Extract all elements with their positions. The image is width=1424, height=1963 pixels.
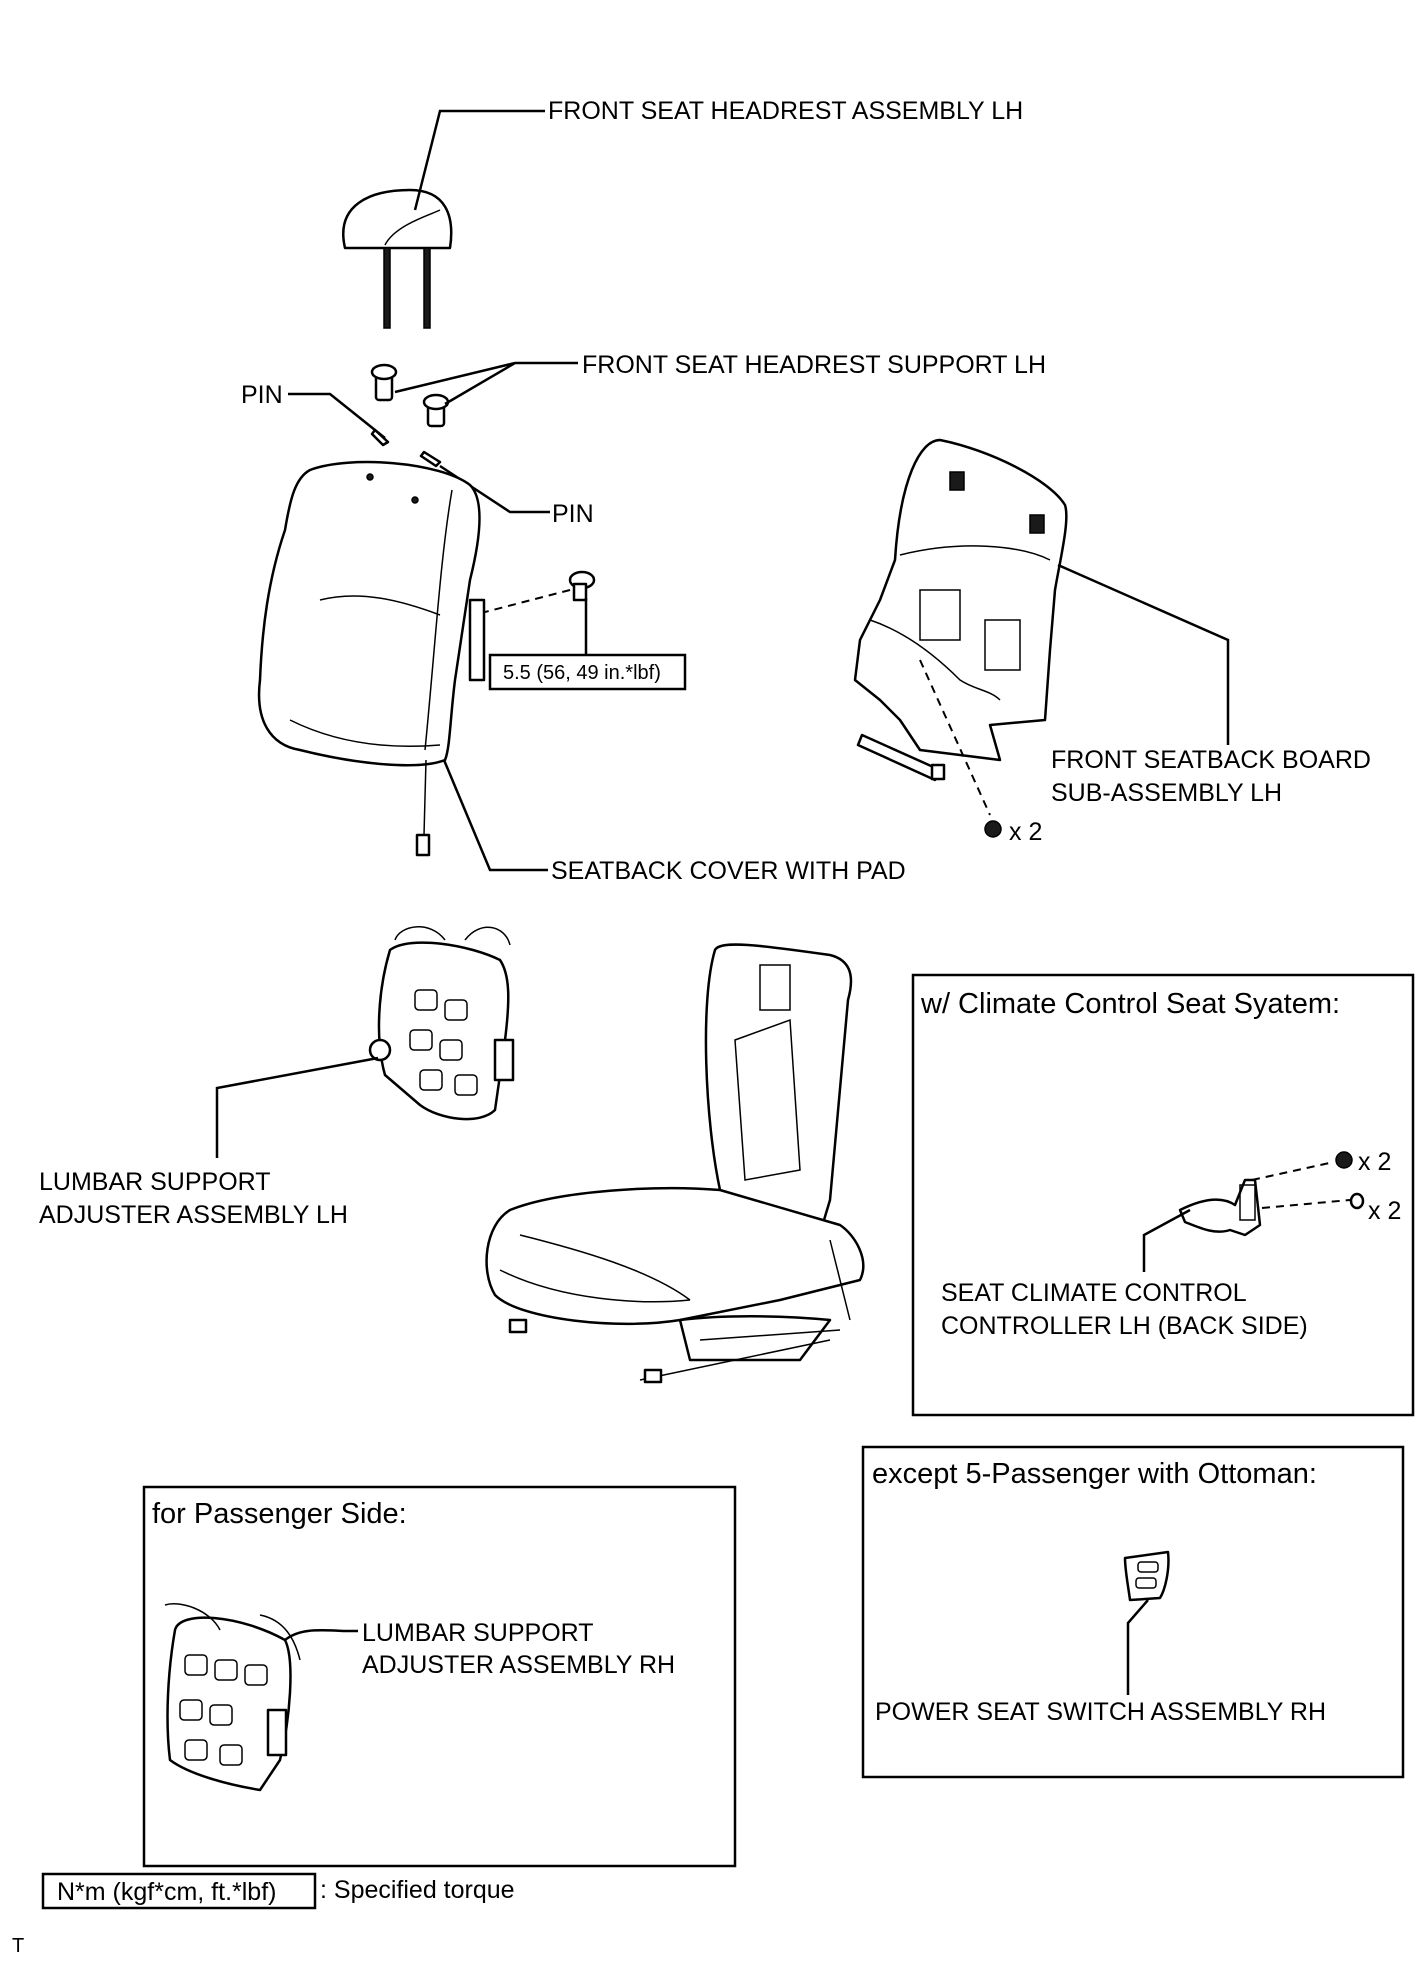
headrest-support-leader	[394, 361, 578, 406]
headrest-label: FRONT SEAT HEADREST ASSEMBLY LH	[548, 97, 1023, 125]
legend-meaning: : Specified torque	[320, 1876, 515, 1904]
ottoman-box-title: except 5-Passenger with Ottoman:	[872, 1458, 1317, 1490]
lumbar-rh-label-1: LUMBAR SUPPORT	[362, 1619, 594, 1647]
passenger-side-box	[142, 1485, 737, 1868]
lumbar-lh-label-1: LUMBAR SUPPORT	[39, 1168, 271, 1196]
headrest-support-label: FRONT SEAT HEADREST SUPPORT LH	[582, 351, 1046, 379]
climate-bolt-illustration	[1335, 1151, 1353, 1169]
headrest-illustration	[342, 188, 453, 329]
corner-mark: T	[12, 1935, 24, 1957]
pin-label-right: PIN	[552, 500, 594, 528]
climate-part-label-1: SEAT CLIMATE CONTROL	[941, 1279, 1247, 1307]
seatback-cover-illustration	[257, 460, 486, 857]
power-seat-switch-leader	[1126, 1599, 1149, 1695]
lumbar-rh-illustration	[164, 1603, 301, 1792]
bolt-dashed-line	[484, 589, 571, 613]
lumbar-rh-label-2: ADJUSTER ASSEMBLY RH	[362, 1651, 675, 1679]
torque-value-box	[488, 653, 687, 691]
pin-right-illustration	[419, 450, 442, 468]
lumbar-lh-leader	[215, 1056, 379, 1158]
climate-controller-leader	[1142, 1208, 1191, 1272]
torque-bolt-illustration	[568, 570, 596, 602]
seat-frame-illustration	[485, 943, 865, 1384]
seatback-board-illustration	[853, 438, 1068, 782]
legend-unit-box	[41, 1872, 317, 1910]
lumbar-rh-leader	[284, 1628, 358, 1642]
power-seat-switch-label: POWER SEAT SWITCH ASSEMBLY RH	[875, 1698, 1326, 1726]
pin-left-leader	[288, 392, 386, 439]
board-screw-dashed-line	[919, 659, 991, 816]
climate-part-label-2: CONTROLLER LH (BACK SIDE)	[941, 1312, 1308, 1340]
headrest-leader	[413, 109, 545, 211]
lumbar-lh-label-2: ADJUSTER ASSEMBLY LH	[39, 1201, 348, 1229]
climate-controller-illustration	[1178, 1178, 1262, 1237]
legend-unit: N*m (kgf*cm, ft.*lbf)	[57, 1878, 276, 1906]
ottoman-box	[861, 1445, 1405, 1779]
board-screw-qty: x 2	[1009, 818, 1042, 846]
climate-nut-dashed	[1261, 1199, 1351, 1209]
seatback-cover-leader	[442, 759, 548, 872]
passenger-box-title: for Passenger Side:	[152, 1498, 407, 1530]
lumbar-lh-illustration	[368, 926, 515, 1121]
seatback-board-leader	[1057, 563, 1230, 745]
torque-value: 5.5 (56, 49 in.*lbf)	[503, 662, 661, 684]
pin-left-illustration	[370, 428, 390, 447]
climate-bolt-dashed	[1251, 1161, 1335, 1181]
board-screw-illustration	[984, 820, 1002, 838]
climate-box-title: w/ Climate Control Seat Syatem:	[920, 988, 1340, 1020]
climate-bolt-qty: x 2	[1358, 1148, 1391, 1176]
seatback-board-label-2: SUB-ASSEMBLY LH	[1051, 779, 1282, 807]
power-seat-switch-illustration	[1123, 1550, 1170, 1602]
headrest-support-illustration	[370, 363, 450, 428]
seatback-cover-label: SEATBACK COVER WITH PAD	[551, 857, 906, 885]
climate-nut-qty: x 2	[1368, 1197, 1401, 1225]
seatback-board-label-1: FRONT SEATBACK BOARD	[1051, 746, 1371, 774]
pin-label-left: PIN	[241, 381, 283, 409]
climate-nut-illustration	[1349, 1192, 1365, 1210]
climate-control-box	[911, 973, 1415, 1417]
